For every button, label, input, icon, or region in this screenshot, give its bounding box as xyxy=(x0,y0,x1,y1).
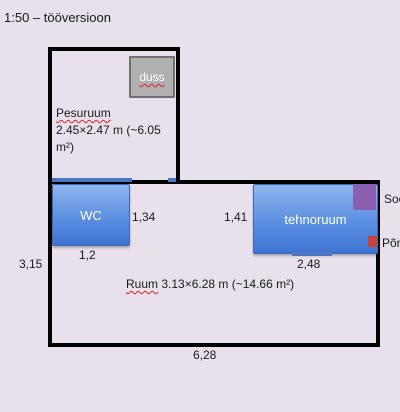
room-width-dimension: 6,28 xyxy=(193,348,217,362)
tehno-height-dimension: 1,41 xyxy=(224,210,248,224)
soe-label: Soe xyxy=(384,192,400,206)
pesuruum-wall-right xyxy=(176,47,180,184)
wc-fixture: WC xyxy=(52,184,130,246)
pesuruum-dimensions-2: m²) xyxy=(56,139,74,154)
ruum-name: Ruum xyxy=(126,277,159,291)
ruum-dimensions: 3.13×6.28 m (~14.66 m²) xyxy=(158,277,295,291)
tehnoruum-label: tehnoruum xyxy=(284,211,347,227)
pon-marker xyxy=(368,236,377,247)
ruum-wall-right xyxy=(376,180,380,347)
room-height-dimension: 3,15 xyxy=(19,257,43,271)
wc-label: WC xyxy=(80,207,102,223)
door-opening-right xyxy=(168,178,176,182)
pon-label: Põn xyxy=(382,236,400,250)
door-opening-left xyxy=(52,178,132,182)
pesuruum-name: Pesuruum xyxy=(56,106,111,120)
pesuruum-wall-top xyxy=(48,47,180,51)
duss-label: duss xyxy=(139,70,165,84)
shower-fixture: duss xyxy=(129,56,175,98)
tehnoruum-door xyxy=(292,252,332,256)
ruum-label: Ruum 3.13×6.28 m (~14.66 m²) xyxy=(126,278,294,290)
wc-width-dimension: 1,2 xyxy=(79,248,96,262)
tehno-width-dimension: 2,48 xyxy=(297,257,321,271)
pesuruum-dimensions-1: 2.45×2.47 m (~6.05 xyxy=(56,122,161,137)
pesuruum-label: Pesuruum 2.45×2.47 m (~6.05 m²) xyxy=(56,105,161,155)
ruum-wall-left xyxy=(48,180,52,347)
soe-marker xyxy=(353,184,376,210)
pesuruum-wall-left xyxy=(48,47,52,184)
ruum-wall-bottom xyxy=(48,343,380,347)
wc-height-dimension: 1,34 xyxy=(132,210,156,224)
ruum-wall-top xyxy=(48,180,380,184)
scale-label: 1:50 – tööversioon xyxy=(4,10,111,25)
